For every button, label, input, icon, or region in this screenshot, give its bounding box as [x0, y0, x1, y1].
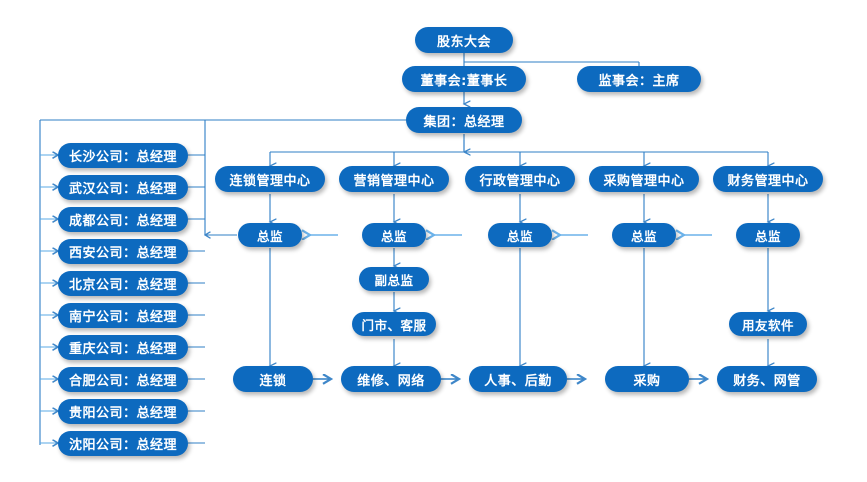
- node-management-center[interactable]: 营销管理中心: [339, 166, 449, 192]
- node-director[interactable]: 总监: [362, 223, 426, 247]
- node-management-center[interactable]: 采购管理中心: [589, 166, 699, 192]
- node-branch-company[interactable]: 合肥公司：总经理: [58, 367, 188, 392]
- node-shareholders-meeting[interactable]: 股东大会: [415, 27, 513, 53]
- node-yonyou-software[interactable]: 用友软件: [729, 312, 807, 336]
- node-board-of-directors[interactable]: 董事会:董事长: [402, 66, 526, 92]
- node-branch-company[interactable]: 北京公司：总经理: [58, 271, 188, 296]
- node-unit[interactable]: 采购: [605, 366, 689, 392]
- node-branch-company[interactable]: 重庆公司：总经理: [58, 335, 188, 360]
- node-group-general-manager[interactable]: 集团：总经理: [406, 107, 522, 133]
- node-storefront-service[interactable]: 门市、客服: [352, 312, 436, 336]
- node-director[interactable]: 总监: [488, 223, 552, 247]
- node-management-center[interactable]: 财务管理中心: [713, 166, 823, 192]
- node-director[interactable]: 总监: [238, 223, 302, 247]
- node-unit[interactable]: 连锁: [233, 366, 313, 392]
- node-unit[interactable]: 维修、网络: [341, 366, 441, 392]
- node-unit[interactable]: 人事、后勤: [469, 366, 567, 392]
- node-branch-company[interactable]: 武汉公司：总经理: [58, 175, 188, 200]
- node-director[interactable]: 总监: [736, 223, 800, 247]
- node-branch-company[interactable]: 长沙公司：总经理: [58, 143, 188, 168]
- node-branch-company[interactable]: 南宁公司：总经理: [58, 303, 188, 328]
- node-branch-company[interactable]: 贵阳公司：总经理: [58, 399, 188, 424]
- node-branch-company[interactable]: 成都公司：总经理: [58, 207, 188, 232]
- node-director[interactable]: 总监: [612, 223, 676, 247]
- node-management-center[interactable]: 连锁管理中心: [215, 166, 325, 192]
- node-branch-company[interactable]: 沈阳公司：总经理: [58, 431, 188, 456]
- node-deputy-director[interactable]: 副总监: [359, 267, 429, 291]
- node-unit[interactable]: 财务、网管: [717, 366, 817, 392]
- node-management-center[interactable]: 行政管理中心: [465, 166, 575, 192]
- node-branch-company[interactable]: 西安公司：总经理: [58, 239, 188, 264]
- node-board-of-supervisors[interactable]: 监事会：主席: [577, 66, 701, 92]
